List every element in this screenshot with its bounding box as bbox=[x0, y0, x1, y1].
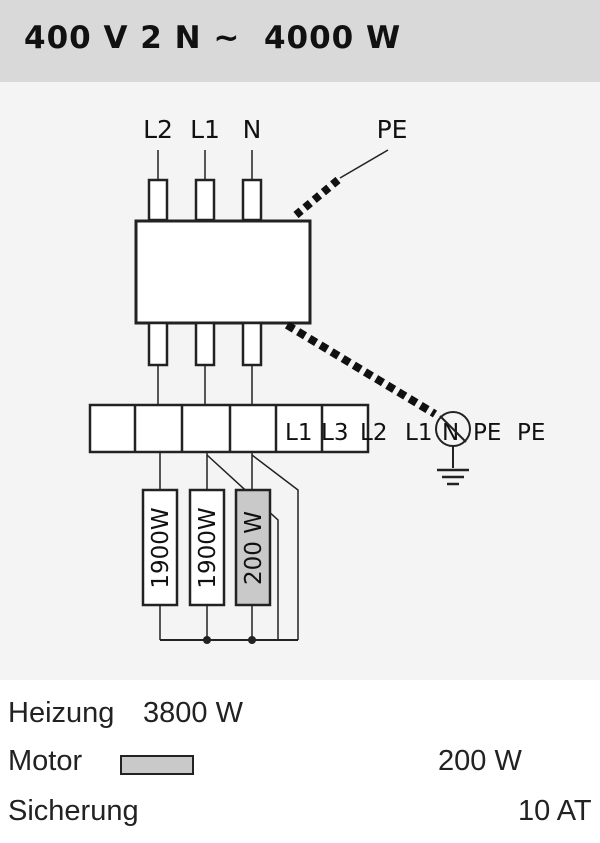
junction-dots bbox=[203, 636, 256, 644]
legend-fuse: Sicherung 10 AT bbox=[8, 795, 592, 835]
heater-label-2: 1900W bbox=[195, 507, 221, 588]
supply-wires bbox=[157, 149, 389, 180]
legend-motor-value: 200 W bbox=[438, 745, 522, 777]
connector-block bbox=[134, 219, 312, 325]
motor-label: 200 W bbox=[241, 511, 267, 585]
terminal-label: N bbox=[442, 420, 459, 446]
upper-pins bbox=[147, 178, 263, 222]
legend-fuse-value: 10 AT bbox=[518, 795, 592, 827]
ground-icon bbox=[435, 411, 471, 486]
heater-wires bbox=[159, 452, 299, 641]
terminal-label: PE bbox=[517, 420, 545, 446]
terminal-label: L1 bbox=[285, 420, 312, 446]
legend-heating-label: Heizung bbox=[8, 697, 115, 729]
pin-wires bbox=[157, 365, 253, 405]
pe-label: PE bbox=[377, 115, 408, 144]
diagram-area bbox=[0, 82, 600, 680]
header-title: 400 V 2 N ~ 4000 W bbox=[24, 20, 402, 56]
terminal-label: L3 bbox=[321, 420, 348, 446]
supply-label-l2: L2 bbox=[143, 115, 173, 144]
heater-label-1: 1900W bbox=[148, 507, 174, 588]
header-bar: 400 V 2 N ~ 4000 W bbox=[0, 0, 600, 82]
legend-fuse-label: Sicherung bbox=[8, 795, 139, 827]
legend-heating-value: 3800 W bbox=[143, 697, 243, 729]
supply-label-l1: L1 bbox=[190, 115, 220, 144]
terminal-label: PE bbox=[473, 420, 501, 446]
heater-elements bbox=[141, 488, 272, 607]
motor-element bbox=[234, 488, 272, 607]
legend-motor: Motor 200 W bbox=[8, 745, 588, 785]
supply-label-n: N bbox=[243, 115, 262, 144]
terminal-label: L2 bbox=[360, 420, 387, 446]
pe-lead-upper bbox=[293, 176, 341, 219]
heater-element-1 bbox=[141, 488, 179, 607]
terminal-strip bbox=[88, 403, 370, 454]
pe-lead-lower bbox=[284, 321, 438, 418]
heater-element-2 bbox=[188, 488, 226, 607]
legend-motor-label: Motor bbox=[8, 745, 83, 777]
motor-swatch bbox=[120, 755, 194, 775]
lower-pins bbox=[147, 321, 263, 367]
terminal-label: L1 bbox=[405, 420, 432, 446]
legend-heating: Heizung 3800 W bbox=[8, 697, 588, 737]
